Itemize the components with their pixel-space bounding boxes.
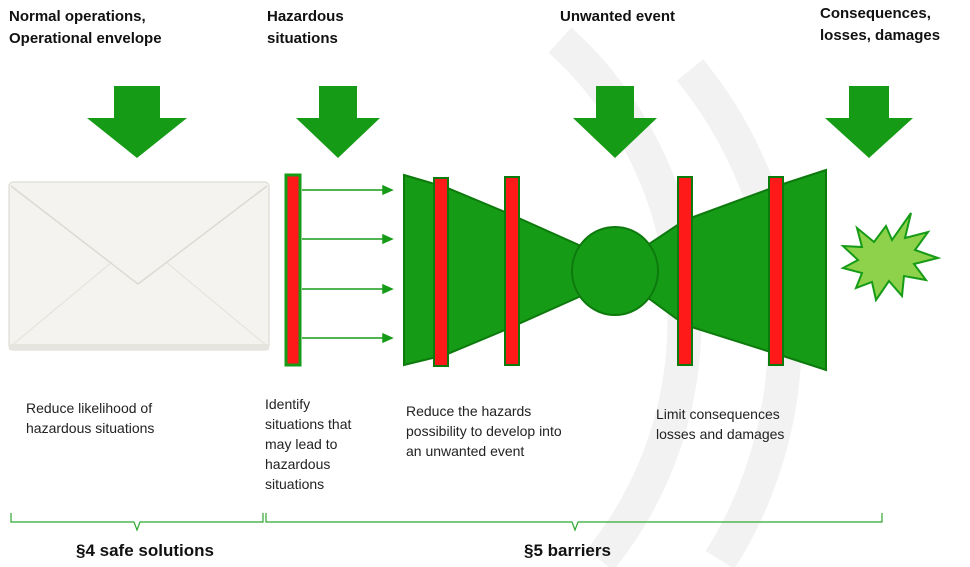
bowtie-left-funnel [403,173,591,367]
down-arrow-icon [87,86,187,158]
brace-barriers [265,513,883,532]
footer-safe-solutions: §4 safe solutions [76,541,214,560]
barrier-identify [284,173,302,367]
unwanted-event-node [571,226,659,316]
identification-arrows [302,184,394,344]
label-consequences: Consequences, losses, damages [820,5,941,44]
footer-barriers: §5 barriers [524,541,611,560]
consequence-burst-icon [840,212,942,303]
label-normal-operations: Normal operations, Operational envelope [9,8,162,47]
barrier-prevent-2 [504,176,520,366]
label-hazardous-situations: Hazardous situations [267,8,344,47]
down-arrow-icon [296,86,380,158]
barrier-mitigate-2 [768,176,784,366]
desc-identify: Identify situations that may lead to haz… [265,396,352,492]
down-arrow-icon [573,86,657,158]
label-unwanted-event: Unwanted event [560,8,676,25]
envelope-icon [8,181,270,351]
desc-limit-consequences: Limit consequences losses and damages [656,406,785,442]
barrier-prevent-1 [433,177,449,367]
brace-safe-solutions [10,513,264,532]
barrier-mitigate-1 [677,176,693,366]
down-arrow-icon [825,86,913,158]
desc-reduce-hazards: Reduce the hazards possibility to develo… [406,403,562,459]
desc-reduce-likelihood: Reduce likelihood of hazardous situation… [26,400,155,436]
